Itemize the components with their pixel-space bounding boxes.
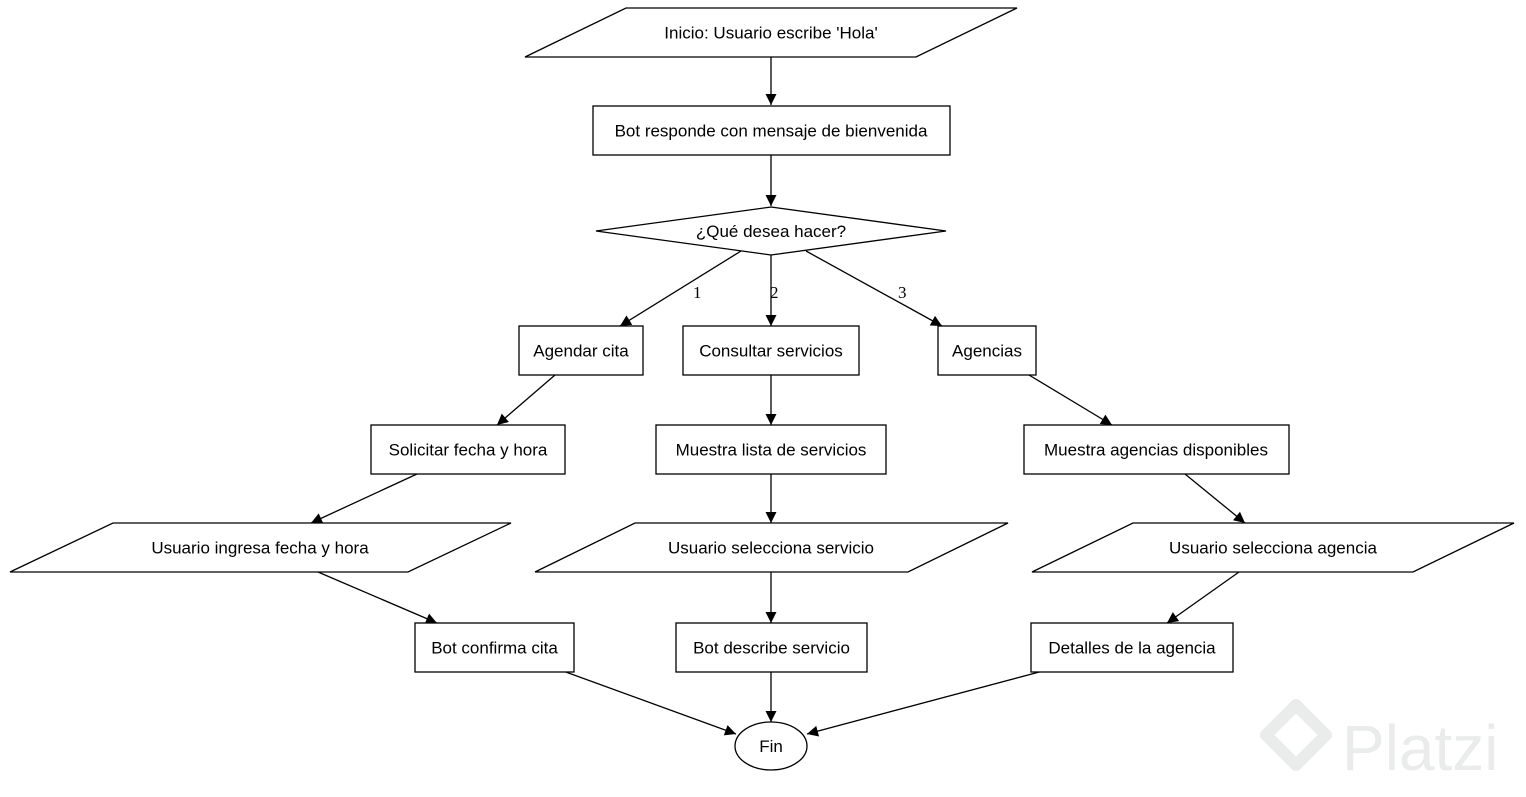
edge-muestra-selecciona-agencia	[1184, 473, 1246, 524]
edges	[310, 57, 1246, 737]
node-agencias: Agencias	[937, 325, 1037, 376]
node-agencias-label: Agencias	[952, 342, 1022, 361]
watermark: Platzi	[1260, 699, 1499, 784]
node-muestra-agencias: Muestra agencias disponibles	[1023, 424, 1290, 475]
process-box	[675, 622, 868, 673]
process-box	[655, 424, 887, 475]
process-box	[518, 325, 644, 376]
edge-selecciona-agencia-detalles	[1166, 571, 1240, 624]
node-selecciona-agencia: Usuario selecciona agencia	[1031, 522, 1515, 573]
process-box	[682, 325, 860, 376]
node-lista-label: Muestra lista de servicios	[676, 441, 867, 460]
node-describe-label: Bot describe servicio	[693, 639, 850, 658]
node-inicio-label: Inicio: Usuario escribe 'Hola'	[664, 24, 877, 43]
edge-decision-agendar	[619, 250, 742, 327]
node-lista: Muestra lista de servicios	[655, 424, 887, 475]
platzi-logo-icon	[1260, 699, 1332, 771]
edge-label-2: 2	[770, 283, 779, 302]
process-box	[414, 622, 575, 673]
node-ingresa-fecha-label: Usuario ingresa fecha y hora	[151, 539, 369, 558]
node-fin: Fin	[734, 721, 808, 771]
node-selecciona-agencia-label: Usuario selecciona agencia	[1169, 539, 1377, 558]
edge-ingresa-confirma	[317, 571, 438, 624]
edge-label-3: 3	[898, 283, 907, 302]
node-detalles: Detalles de la agencia	[1030, 622, 1234, 673]
node-agendar: Agendar cita	[518, 325, 644, 376]
edge-agendar-solicitar	[496, 374, 556, 426]
node-confirma-label: Bot confirma cita	[431, 639, 558, 658]
edge-agencias-muestra	[1028, 374, 1113, 426]
parallelogram-shape	[534, 522, 1009, 573]
process-box	[370, 424, 566, 475]
node-describe: Bot describe servicio	[675, 622, 868, 673]
node-confirma: Bot confirma cita	[414, 622, 575, 673]
edge-solicitar-ingresa	[310, 473, 418, 524]
node-solicitar-label: Solicitar fecha y hora	[389, 441, 548, 460]
parallelogram-shape	[1031, 522, 1515, 573]
node-inicio: Inicio: Usuario escribe 'Hola'	[524, 7, 1018, 58]
edge-detalles-fin	[806, 670, 1044, 737]
terminal-ellipse	[734, 721, 808, 771]
node-ingresa-fecha: Usuario ingresa fecha y hora	[9, 522, 512, 573]
edge-decision-agencias	[805, 250, 943, 327]
process-box	[1023, 424, 1290, 475]
node-selecciona-servicio-label: Usuario selecciona servicio	[668, 539, 874, 558]
watermark-text: Platzi	[1342, 712, 1499, 784]
node-agendar-label: Agendar cita	[533, 342, 629, 361]
process-box	[592, 105, 951, 156]
edge-label-1: 1	[693, 283, 702, 302]
process-box	[1030, 622, 1234, 673]
node-bienvenida: Bot responde con mensaje de bienvenida	[592, 105, 951, 156]
parallelogram-shape	[524, 7, 1018, 58]
parallelogram-shape	[9, 522, 512, 573]
node-decision: ¿Qué desea hacer?	[595, 206, 947, 256]
node-muestra-agencias-label: Muestra agencias disponibles	[1044, 441, 1268, 460]
node-consultar: Consultar servicios	[682, 325, 860, 376]
node-selecciona-servicio: Usuario selecciona servicio	[534, 522, 1009, 573]
node-bienvenida-label: Bot responde con mensaje de bienvenida	[615, 122, 928, 141]
node-consultar-label: Consultar servicios	[699, 342, 843, 361]
node-decision-label: ¿Qué desea hacer?	[696, 222, 846, 241]
process-box	[937, 325, 1037, 376]
node-solicitar: Solicitar fecha y hora	[370, 424, 566, 475]
node-fin-label: Fin	[759, 737, 783, 756]
decision-diamond	[595, 206, 947, 256]
node-detalles-label: Detalles de la agencia	[1048, 639, 1216, 658]
edge-confirma-fin	[562, 670, 737, 736]
